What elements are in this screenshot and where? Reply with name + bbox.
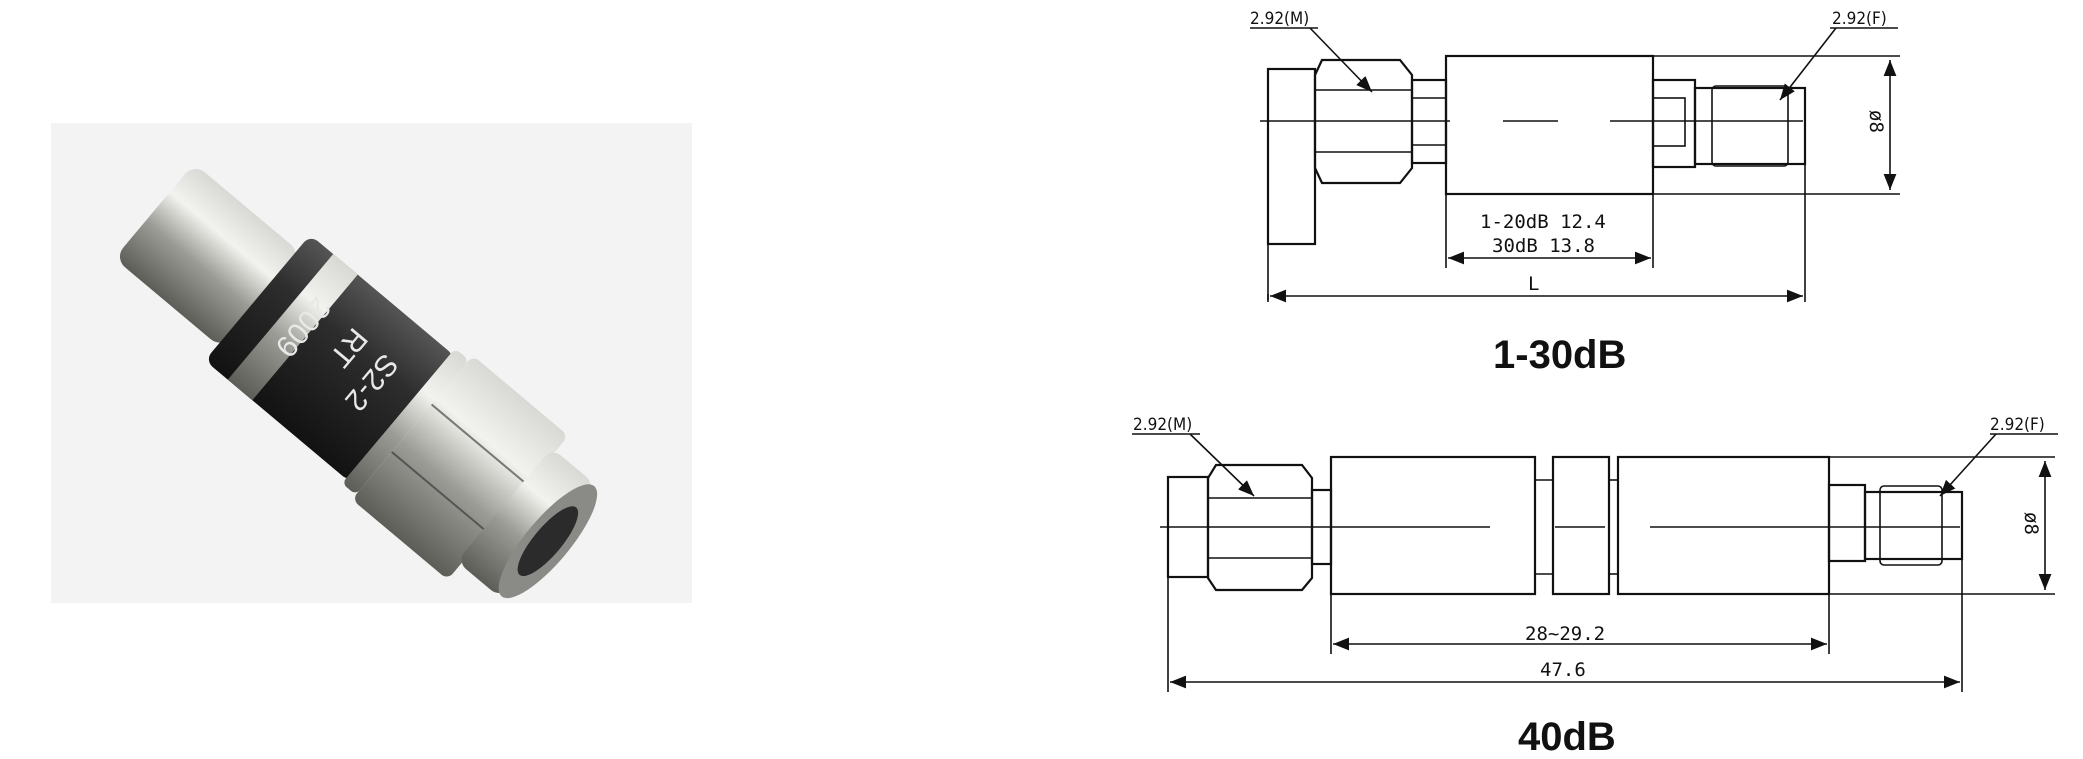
leader-right [1939, 433, 1997, 497]
drawing-title-1-30db: 1-30dB [1493, 333, 1626, 377]
body-left-outline [1329, 455, 1537, 596]
body-length-label: 28~29.2 [1525, 623, 1605, 645]
hex-nut-outline [1313, 58, 1414, 185]
female-nut-outline [1651, 78, 1697, 169]
drawing-1-30db: ø8 1-20dB 12.4 30dB 13.8 L 2.92(M) 2.92(… [1250, 9, 1900, 377]
connector-right-label: 2.92(F) [1832, 9, 1887, 29]
attenuator-image: 2009 RT S2-2 [119, 169, 598, 599]
hex-nut [355, 358, 566, 577]
female-nut-outline [1827, 483, 1867, 563]
body-ring [344, 350, 467, 493]
leader-left [1309, 27, 1373, 93]
connector-left-label: 2.92(M) [1250, 9, 1309, 29]
diameter-label: ø8 [2020, 512, 2042, 535]
body-length-label-2: 30dB 13.8 [1492, 235, 1595, 257]
overall-length-label: 47.6 [1540, 659, 1586, 681]
male-connector [461, 452, 591, 593]
connector-left-label: 2.92(M) [1133, 415, 1192, 435]
body-right-outline [1616, 455, 1831, 596]
label-band [227, 254, 358, 401]
leader-right [1779, 27, 1837, 101]
body-outline [1444, 54, 1655, 196]
leader-left [1189, 433, 1255, 497]
connector-right-label: 2.92(F) [1990, 415, 2045, 435]
body-ring-outline [1551, 455, 1611, 596]
female-connector-outline [1693, 86, 1807, 166]
drawing-title-40db: 40dB [1518, 715, 1616, 759]
male-plug-outline [1266, 67, 1317, 246]
female-connector [119, 169, 296, 343]
drawing-40db: ø8 28~29.2 47.6 2.92(M) 2.92(F) 40dB [1132, 415, 2058, 759]
hex-nut-outline [1206, 463, 1314, 592]
diameter-label: ø8 [1865, 110, 1887, 133]
attenuator-body [208, 238, 452, 479]
body-length-label-1: 1-20dB 12.4 [1480, 211, 1606, 233]
female-connector-outline [1863, 490, 1964, 561]
product-photo: 2009 RT S2-2 [51, 123, 692, 603]
overall-length-label: L [1528, 273, 1539, 295]
